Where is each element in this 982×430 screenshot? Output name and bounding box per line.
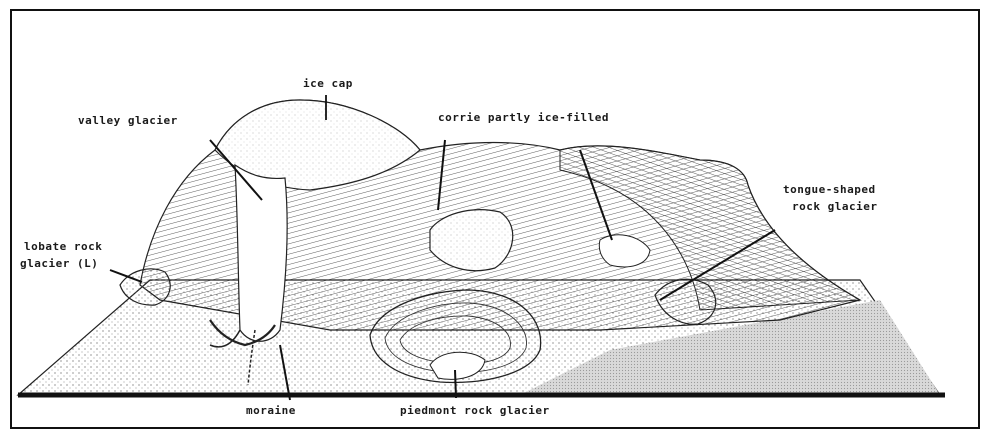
label-tongue-1: tongue-shaped: [783, 183, 876, 197]
label-ice-cap: ice cap: [303, 77, 353, 91]
label-lobate-2: glacier (L): [20, 257, 98, 271]
leader-piedmont: [455, 370, 456, 398]
label-lobate-1: lobate rock: [24, 240, 102, 254]
valley-glacier: [235, 165, 287, 341]
label-tongue-2: rock glacier: [792, 200, 877, 214]
label-piedmont: piedmont rock glacier: [400, 404, 550, 418]
label-corrie: corrie partly ice-filled: [438, 111, 609, 125]
label-valley-glacier: valley glacier: [78, 114, 178, 128]
label-moraine: moraine: [246, 404, 296, 418]
